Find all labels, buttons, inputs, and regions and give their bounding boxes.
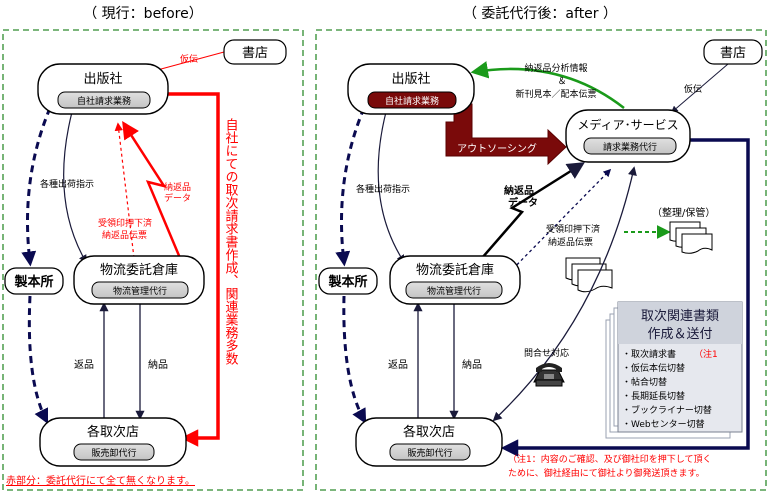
after-docs-item-2: ・帖合切替 xyxy=(622,376,667,388)
after-outsourcing-label: アウトソーシング xyxy=(457,142,537,155)
after-toiawase-arrow xyxy=(492,166,637,422)
after-seihonjo-box xyxy=(318,267,378,295)
after-butsuryu-sub-label: 物流管理代行 xyxy=(427,285,481,297)
before-shuppansha-label: 出版社 xyxy=(83,71,122,87)
before-seihon-toritsugi-dashed xyxy=(27,295,49,425)
before-henpin-label: 返品 xyxy=(74,359,94,371)
before-nohin-label: 納品 xyxy=(148,358,168,371)
before-red-billing-line xyxy=(168,92,220,447)
before-seihon-dashed xyxy=(21,107,52,267)
after-juryo-label-1: 受領印押下済 xyxy=(546,223,600,235)
after-shukka-arrow xyxy=(377,111,405,264)
after-juryo-label-2: 納返品伝票 xyxy=(548,236,593,248)
before-vertical-text: 自社にての取次請求書作成、関連業務多数 xyxy=(223,118,239,365)
after-docs-item-1: ・仮伝本伝切替 xyxy=(622,362,685,374)
after-media-sub-box xyxy=(583,137,677,155)
before-butsuryu-sub-label: 物流管理代行 xyxy=(113,285,167,297)
after-toritsugi-sub-label: 販売卸代行 xyxy=(407,447,452,459)
before-jisha-box xyxy=(57,91,151,109)
after-henpin-label: 返品 xyxy=(388,359,408,371)
before-jisha-label: 自社請求業務 xyxy=(77,95,131,107)
after-bunseki-label-1: 納返品分析情報 xyxy=(524,62,587,74)
title-before: （ 現行：before） xyxy=(83,6,203,22)
before-henpin-data-label-2: データ xyxy=(164,192,191,204)
before-shoten-box xyxy=(223,39,287,65)
after-butsuryu-label: 物流委託倉庫 xyxy=(416,262,494,278)
after-seiri-label: （整理/保管） xyxy=(652,206,715,219)
after-shoten-box xyxy=(703,39,763,65)
before-butsuryu-label: 物流委託倉庫 xyxy=(100,262,178,278)
after-butsuryu-sub-box xyxy=(405,281,503,299)
after-docs-title-1: 取次関連書類 xyxy=(641,308,719,324)
after-toiawase-label: 問合せ対応 xyxy=(524,347,569,359)
after-docs-item-5: ・Webセンター切替 xyxy=(622,418,705,430)
after-seihon-toritsugi-dashed xyxy=(342,295,367,424)
after-bunseki-label-2: ＆ xyxy=(557,77,566,87)
before-henpin-data-label-1: 納返品 xyxy=(164,181,191,193)
after-media-sub-label: 請求業務代行 xyxy=(603,141,657,153)
before-kaden-arrow xyxy=(148,51,225,74)
after-nohin-label: 納品 xyxy=(462,358,482,371)
after-henpin-data-label-1: 納返品 xyxy=(504,184,534,197)
before-butsuryu-sub-box xyxy=(91,281,189,299)
before-toritsugi-label: 各取次店 xyxy=(87,424,139,440)
after-docs-item-0: ・取次請求書 xyxy=(622,348,676,360)
before-henpin-data-bolt xyxy=(122,121,182,259)
after-navy-return-line xyxy=(500,138,750,457)
after-kaden-label: 仮伝 xyxy=(684,83,702,95)
before-seihonjo-box xyxy=(4,267,64,295)
after-slip-docs-icon xyxy=(565,257,613,293)
after-docs-note-mark: （注1 xyxy=(694,348,718,360)
after-bunseki-label-3: 新刊見本／配本伝票 xyxy=(515,88,596,100)
after-note-2: ために、御社経由にて御社より御発送頂きます。 xyxy=(508,467,705,479)
before-juryo-label-2: 納返品伝票 xyxy=(102,229,147,241)
phone-icon xyxy=(533,363,565,387)
after-outsourcing-arrow xyxy=(445,103,567,166)
after-shuppansha-label: 出版社 xyxy=(391,71,430,87)
after-toritsugi-label: 各取次店 xyxy=(403,424,455,440)
after-docs-title-2: 作成＆送付 xyxy=(647,327,712,342)
after-docs-stack xyxy=(605,301,743,439)
after-docs-item-4: ・ブックライナー切替 xyxy=(622,404,712,416)
before-toritsugi-sub-box xyxy=(73,443,155,461)
title-after: （ 委託代行後：after ） xyxy=(463,6,617,22)
after-toritsugi-sub-box xyxy=(389,443,471,461)
after-docs-item-3: ・長期延長切替 xyxy=(622,390,685,402)
after-bunseki-arrow xyxy=(470,61,625,109)
before-toritsugi-sub-label: 販売卸代行 xyxy=(91,447,136,459)
after-jisha-label: 自社請求業務 xyxy=(385,95,439,107)
before-kaden-label: 仮伝 xyxy=(180,53,198,65)
before-juryo-dashed xyxy=(114,122,135,259)
after-henpin-data-label-2: データ xyxy=(508,196,538,209)
before-juryo-label-1: 受領印押下済 xyxy=(98,217,152,229)
panel-before xyxy=(2,29,304,491)
after-kaden-arrow xyxy=(670,63,729,113)
after-storage-docs-icon xyxy=(669,221,713,254)
after-media-label: メディア･サービス xyxy=(577,117,678,132)
after-note-1: （注1：内容のご確認、及び御社印を押下して頂く xyxy=(508,453,711,465)
after-shoten-label: 書店 xyxy=(720,46,746,61)
after-jisha-box xyxy=(367,91,457,109)
panel-after xyxy=(315,29,767,491)
after-shukka-label: 各種出荷指示 xyxy=(356,183,410,195)
before-shukka-arrow xyxy=(63,111,87,264)
after-seihonjo-label: 製本所 xyxy=(327,274,367,290)
after-seihon-dashed xyxy=(335,107,366,267)
before-shukka-label: 各種出荷指示 xyxy=(40,178,94,190)
before-seihonjo-label: 製本所 xyxy=(13,274,53,290)
before-footnote: 赤部分：委託代行にて全て無くなります。 xyxy=(6,474,195,487)
before-shoten-label: 書店 xyxy=(242,46,268,61)
